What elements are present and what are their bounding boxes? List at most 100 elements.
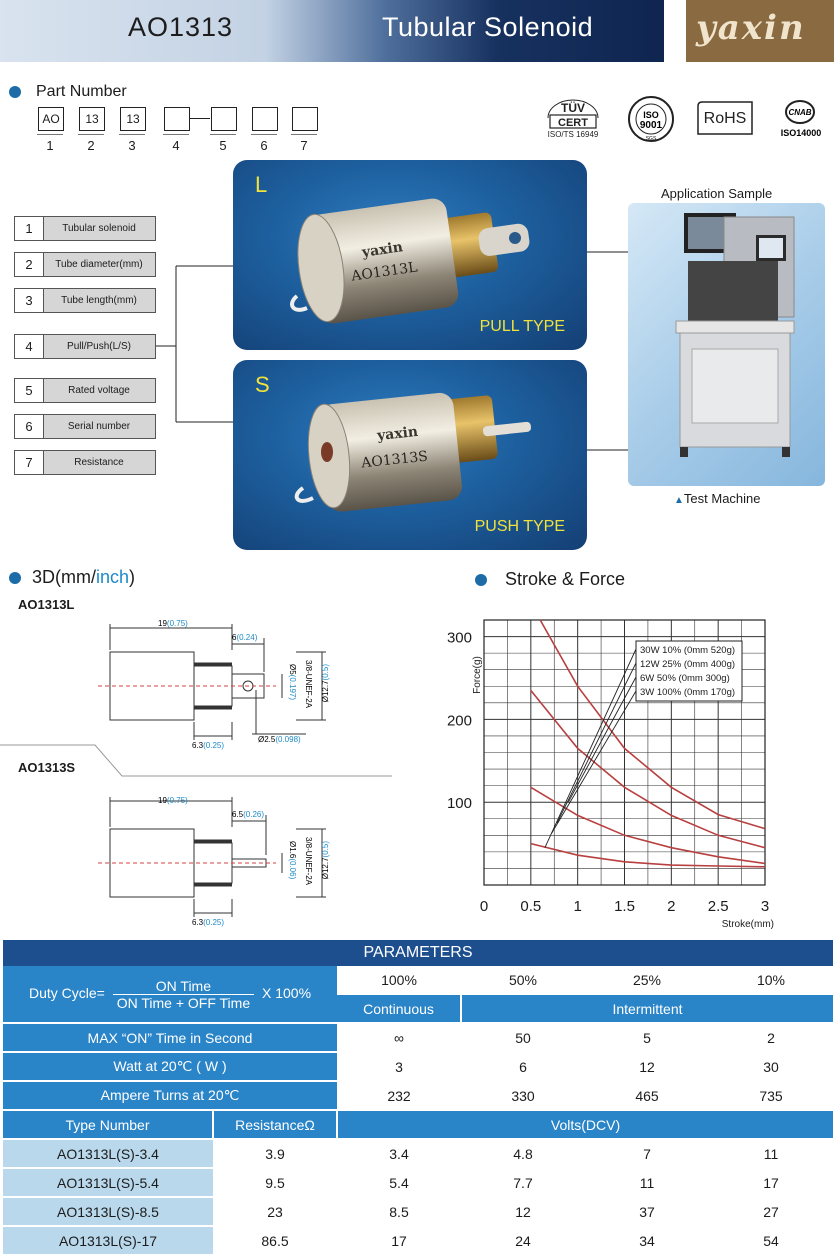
product-title: Tubular Solenoid: [382, 12, 594, 42]
part-number-position: 5: [219, 138, 227, 153]
triangle-icon: ▲: [674, 495, 684, 506]
part-number-underline: [251, 134, 277, 135]
type-number: AO1313L(S)-8.5: [3, 1197, 213, 1227]
duty-numerator: ON Time: [112, 978, 255, 995]
legend-number: 1: [15, 217, 44, 240]
part-number-box: [211, 107, 237, 131]
iso9001-icon: ISO 9001 SGS: [626, 94, 676, 144]
parameters-title: PARAMETERS: [3, 940, 833, 966]
application-title: Application Sample: [661, 186, 773, 201]
volts-value: 11: [585, 1168, 709, 1198]
brand-logo: yaxin: [686, 0, 834, 62]
part-number-box: 13: [79, 107, 105, 131]
parameter-label: MAX “ON” Time in Second: [3, 1023, 337, 1053]
part-number-dash: [190, 118, 210, 119]
volts-value: 54: [709, 1226, 833, 1256]
svg-text:19(0.75): 19(0.75): [158, 796, 188, 805]
part-number-label: Part Number: [36, 83, 127, 100]
legend-connector-lines: [156, 265, 234, 423]
header-banner: AO1313 Tubular Solenoid: [0, 0, 664, 62]
pull-type-label: PULL TYPE: [479, 318, 565, 335]
tuv-text: TÜV: [561, 100, 585, 115]
s-dia-inch: (0.5): [321, 841, 330, 858]
svg-text:Ø5(0.197): Ø5(0.197): [288, 664, 297, 700]
iso14000-text: ISO14000: [781, 128, 822, 138]
legend-number: 2: [15, 253, 44, 276]
legend-number: 7: [15, 451, 44, 474]
part-number-underline: [210, 134, 236, 135]
part-number-position: 2: [87, 138, 95, 153]
x-tick-label: 2.5: [708, 898, 729, 915]
y-axis-label: Force(g): [472, 656, 483, 694]
part-number-position: 3: [128, 138, 136, 153]
part-number-position: 7: [300, 138, 308, 153]
part-number-underline: [291, 134, 317, 135]
legend-text: Rated voltage: [68, 385, 130, 396]
legend-entry: 6W 50% (0mm 300g): [640, 673, 730, 684]
parameter-label: Watt at 20℃ ( W ): [3, 1052, 337, 1082]
cert-text: CERT: [558, 117, 588, 129]
resistance-value: 9.5: [213, 1168, 337, 1198]
svg-text:6(0.24): 6(0.24): [232, 633, 258, 642]
y-tick-label: 300: [447, 630, 472, 647]
legend-leader-line: [567, 676, 637, 803]
s-body-inch: (0.25): [203, 918, 224, 927]
volts-value: 8.5: [337, 1197, 461, 1227]
volts-value: 37: [585, 1197, 709, 1227]
volts-value: 7: [585, 1139, 709, 1169]
iso9001-text: 9001: [640, 120, 663, 131]
legend-leader-line: [551, 690, 637, 834]
volts-value: 12: [461, 1197, 585, 1227]
series-line: [530, 842, 766, 868]
l-length-inch: (0.75): [167, 619, 188, 628]
s-length-inch: (0.75): [167, 796, 188, 805]
volts-value: 3.4: [337, 1139, 461, 1169]
legend-text: Pull/Push(L/S): [67, 341, 131, 352]
part-number-box: [292, 107, 318, 131]
section-bullet: [9, 572, 21, 584]
duty-suffix: X 100%: [262, 984, 312, 1001]
dimensions-title: 3D(mm/inch): [32, 567, 135, 588]
x-tick-label: 2: [667, 898, 675, 915]
parameter-value: 735: [709, 1081, 833, 1111]
legend-box: [635, 640, 743, 702]
part-number-underline: [78, 134, 104, 135]
resistance-value: 23: [213, 1197, 337, 1227]
dims-title-prefix: 3D(mm/: [32, 567, 96, 587]
svg-text:6.3(0.25): 6.3(0.25): [192, 918, 224, 927]
l-drawing-label: AO1313L: [18, 597, 75, 612]
pull-letter: L: [255, 172, 268, 197]
iso-text: ISO: [643, 110, 659, 120]
l-dia-inch: (0.5): [321, 664, 330, 681]
volts-value: 17: [709, 1168, 833, 1198]
legend-text: Serial number: [67, 421, 131, 432]
l-shaft-value: 6: [232, 633, 237, 642]
part-number-position: 4: [172, 138, 180, 153]
volts-value: 27: [709, 1197, 833, 1227]
volts-value: 34: [585, 1226, 709, 1256]
part-number-box: AO: [38, 107, 64, 131]
push-solenoid-image: yaxin AO1313S: [294, 392, 531, 512]
mode-row: Continuous Intermittent: [3, 994, 833, 1024]
resistance-value: 3.9: [213, 1139, 337, 1169]
parameter-label: Ampere Turns at 20℃: [3, 1081, 337, 1111]
application-photo: [628, 203, 825, 486]
section-bullet: [9, 86, 21, 98]
l-thread-value: 3/8-UNEF-2A: [304, 660, 313, 709]
type-number: AO1313L(S)-3.4: [3, 1139, 213, 1169]
duty-value: 50%: [461, 966, 585, 995]
push-dimension-drawing: 19(0.75) 6.5(0.26) 6.3(0.25) Ø1.6(0.06) …: [98, 796, 330, 927]
s-shaft-value: 6.5: [232, 810, 244, 819]
type-number-header: Type Number: [3, 1110, 214, 1140]
tuv-sub-text: ISO/TS 16949: [548, 130, 599, 139]
svg-text:Ø1.6(0.06): Ø1.6(0.06): [288, 841, 297, 880]
duty-row: Duty Cycle= ON Time ON Time + OFF Time X…: [3, 966, 833, 1024]
